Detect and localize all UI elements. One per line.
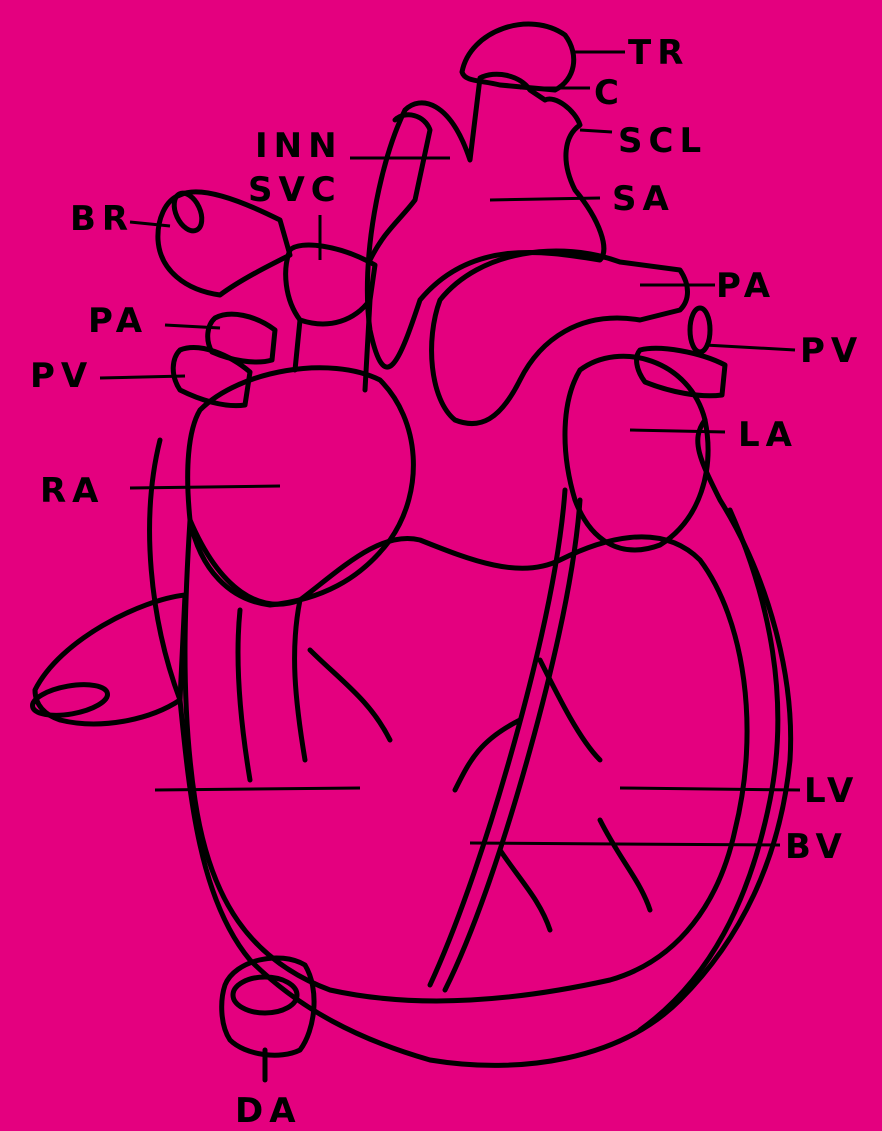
- label-scl: SCL: [618, 121, 707, 161]
- label-c: C: [594, 73, 625, 113]
- label-pa-left: PA: [88, 301, 148, 341]
- label-inn: INN: [255, 126, 343, 166]
- inferior-vena-cava-shape: [35, 595, 185, 724]
- label-ra: RA: [40, 471, 105, 511]
- pulmonary-trunk-shape: [432, 251, 688, 424]
- pulmonary-vein-right-shape: [637, 348, 725, 395]
- aortic-arch-shape: [367, 74, 603, 367]
- left-atrium-shape: [565, 356, 708, 550]
- label-sa: SA: [612, 179, 675, 219]
- svc-shape: [286, 245, 375, 324]
- ventricles-shape: [185, 520, 747, 1001]
- leader-lines: [100, 52, 800, 845]
- label-lv: LV: [804, 771, 859, 811]
- label-da: DA: [235, 1091, 302, 1131]
- descending-aorta-shape: [222, 958, 314, 1055]
- label-la: LA: [738, 415, 798, 455]
- label-svc: SVC: [248, 170, 342, 210]
- label-pv-left: PV: [30, 356, 93, 396]
- label-br: BR: [70, 199, 134, 239]
- label-pv-right: PV: [800, 331, 863, 371]
- label-bv: BV: [785, 827, 848, 867]
- label-tr: TR: [628, 33, 689, 73]
- label-pa-right: PA: [716, 266, 776, 306]
